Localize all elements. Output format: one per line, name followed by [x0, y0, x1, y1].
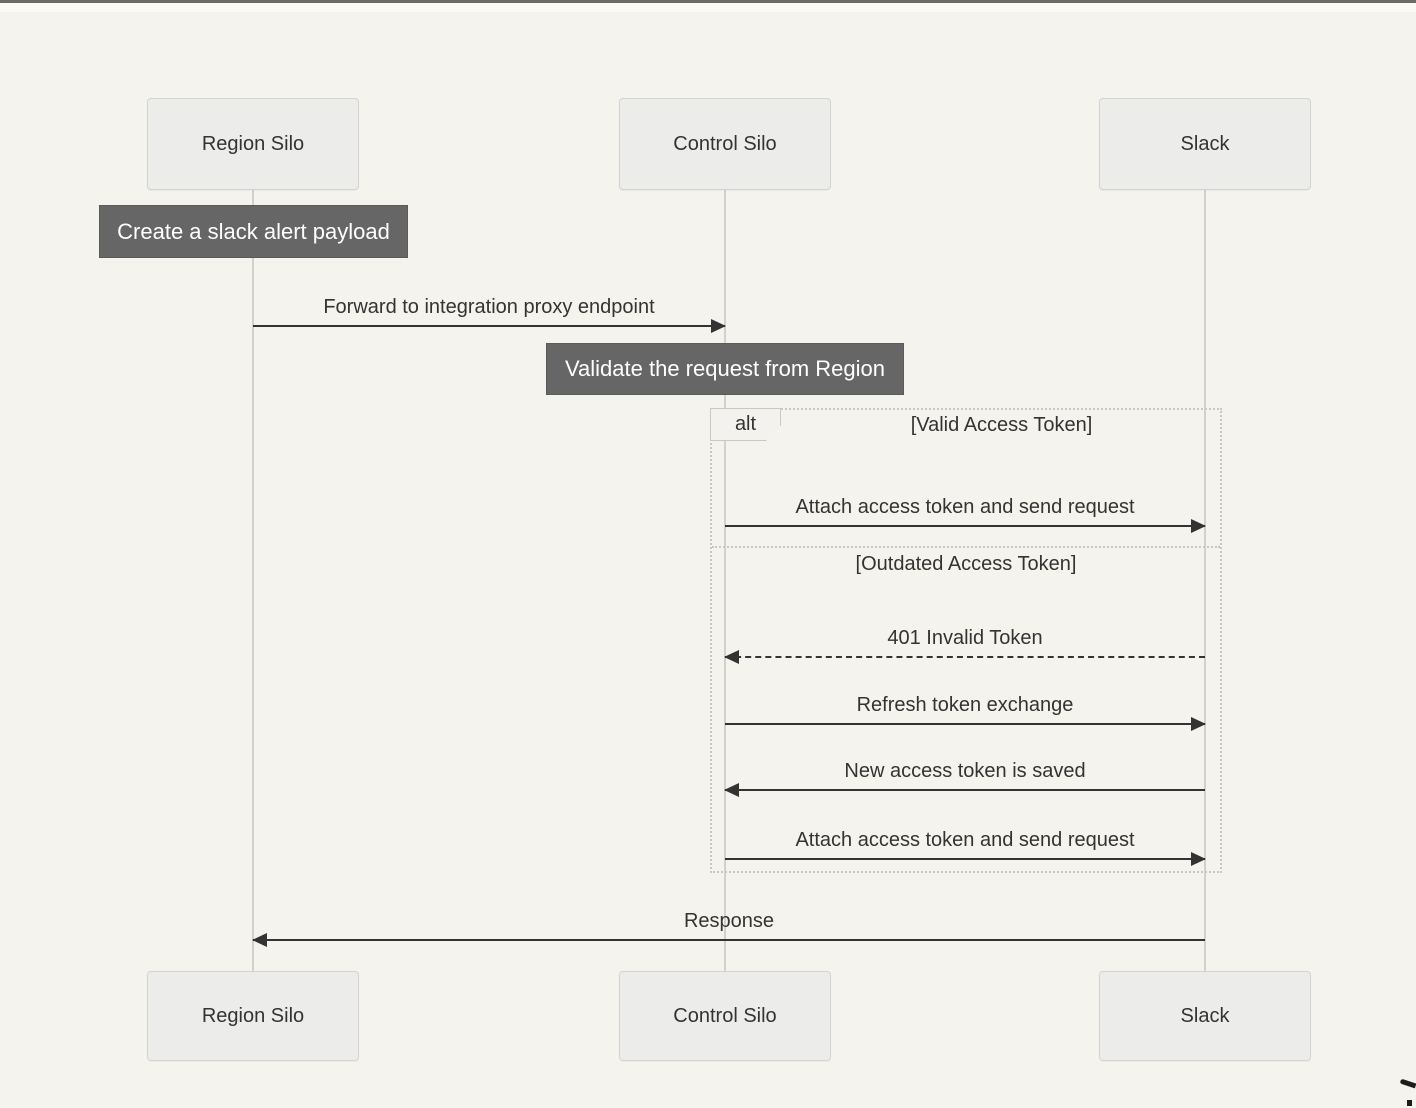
message-text: Attach access token and send request: [795, 496, 1135, 518]
window-top-band: [0, 3, 1416, 12]
message-text: New access token is saved: [844, 760, 1086, 782]
note-text: Validate the request from Region: [565, 356, 885, 381]
window-top-edge: [0, 0, 1416, 3]
arrowhead-left-icon: [724, 650, 739, 664]
actor-top-slack: Slack: [1099, 98, 1311, 190]
note-validate-request: Validate the request from Region: [546, 343, 904, 395]
message-text: Attach access token and send request: [795, 829, 1135, 851]
message-line: [725, 717, 1206, 731]
message-new-token-saved: New access token is saved: [724, 759, 1205, 797]
message-forward-to-proxy: Forward to integration proxy endpoint: [253, 295, 726, 333]
message-refresh-token-exchange: Refresh token exchange: [725, 693, 1206, 731]
lifeline-slack: [1204, 190, 1206, 971]
actor-label: Region Silo: [201, 132, 305, 155]
actor-label: Control Silo: [673, 132, 777, 155]
message-line: [252, 933, 1205, 947]
message-text: Forward to integration proxy endpoint: [323, 296, 655, 318]
message-response: Response: [252, 909, 1205, 947]
alt-divider: [712, 546, 1220, 548]
actor-label: Slack: [1180, 132, 1230, 155]
actor-label: Control Silo: [673, 1004, 777, 1027]
actor-bottom-region-silo: Region Silo: [147, 971, 359, 1061]
lifeline-region-silo: [252, 190, 254, 971]
message-line: [253, 319, 726, 333]
alt-condition-outdated-token: [Outdated Access Token]: [855, 553, 1077, 575]
arrowhead-left-icon: [252, 933, 267, 947]
actor-bottom-control-silo: Control Silo: [619, 971, 831, 1061]
message-text: 401 Invalid Token: [887, 627, 1043, 649]
arrowhead-left-icon: [724, 783, 739, 797]
actor-bottom-slack: Slack: [1099, 971, 1311, 1061]
actor-top-control-silo: Control Silo: [619, 98, 831, 190]
message-line: [725, 852, 1206, 866]
message-line: [725, 519, 1206, 533]
message-text: Refresh token exchange: [856, 694, 1074, 716]
message-attach-token-2: Attach access token and send request: [725, 828, 1206, 866]
actor-label: Slack: [1180, 1004, 1230, 1027]
actor-label: Region Silo: [201, 1004, 305, 1027]
message-text: Response: [683, 910, 775, 932]
alt-label-tab: alt: [710, 408, 781, 441]
cursor-artifact: [1399, 1078, 1416, 1089]
cursor-artifact-dot: [1407, 1100, 1412, 1106]
note-create-slack-alert-payload: Create a slack alert payload: [99, 205, 408, 258]
message-attach-token-1: Attach access token and send request: [725, 495, 1206, 533]
lifeline-control-silo: [724, 190, 726, 971]
alt-label: alt: [734, 413, 757, 435]
alt-frame: [710, 408, 1222, 873]
note-text: Create a slack alert payload: [117, 218, 390, 244]
arrowhead-right-icon: [1191, 717, 1206, 731]
message-401-invalid-token: 401 Invalid Token: [724, 626, 1205, 664]
arrowhead-right-icon: [711, 319, 726, 333]
arrowhead-right-icon: [1191, 519, 1206, 533]
message-line: [724, 650, 1205, 664]
alt-condition-valid-token: [Valid Access Token]: [910, 414, 1093, 436]
arrowhead-right-icon: [1191, 852, 1206, 866]
message-line: [724, 783, 1205, 797]
actor-top-region-silo: Region Silo: [147, 98, 359, 190]
